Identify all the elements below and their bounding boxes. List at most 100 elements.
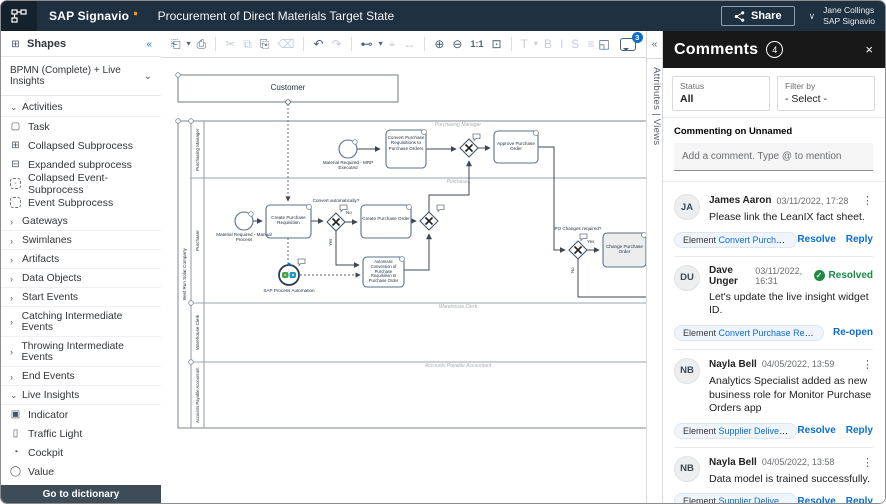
filter-by-dropdown[interactable]: Filter by - Select -: [777, 76, 875, 111]
comment-timestamp: 04/05/2022, 13:59: [761, 359, 835, 370]
resolve-link[interactable]: Resolve: [797, 425, 836, 437]
shape-item-expanded-subprocess[interactable]: ⊟Expanded subprocess: [1, 155, 161, 174]
chevron-right-icon: ›: [10, 347, 13, 357]
section-label: Artifacts: [22, 254, 60, 265]
shapes-section-end-events[interactable]: ›End Events: [1, 367, 161, 386]
gateway-po-changes-required[interactable]: [568, 240, 588, 260]
gateway-pm-xor[interactable]: [459, 138, 479, 158]
shape-item-value[interactable]: ◯Value: [1, 462, 161, 481]
comment-author: James Aaron: [709, 195, 772, 206]
task-automatic-conversion[interactable]: [362, 256, 405, 288]
customer-pool-label: Customer: [270, 83, 306, 92]
shapes-section-artifacts[interactable]: › Artifacts: [1, 250, 161, 269]
shape-item-event-subprocess[interactable]: Event Subprocess: [1, 193, 161, 212]
element-pill[interactable]: Element Convert Purchase Requisiti...: [674, 231, 798, 248]
shape-item-trend[interactable]: ↗Trend: [1, 481, 161, 486]
reply-link[interactable]: Reply: [845, 495, 873, 503]
resolved-label: Resolved: [828, 270, 873, 282]
print-icon[interactable]: ⎙: [196, 37, 207, 51]
bot-sap-process-automation[interactable]: [278, 262, 300, 286]
save-icon[interactable]: ⎗: [171, 37, 181, 51]
re-open-link[interactable]: Re-open: [833, 327, 873, 339]
chevron-right-icon: ›: [10, 254, 13, 265]
zoom-out-icon[interactable]: ⊖: [452, 37, 463, 51]
resolve-link[interactable]: Resolve: [797, 234, 836, 246]
sequence-flows: [253, 145, 646, 298]
shapes-section-catching-intermediate-events[interactable]: ›Catching Intermediate Events: [1, 307, 161, 337]
start-event-manual-process[interactable]: [234, 211, 254, 231]
task-convert-purchase-requisitions[interactable]: [385, 129, 427, 169]
filter-by-label: Filter by: [785, 81, 816, 91]
company-pool[interactable]: [177, 120, 646, 429]
edge-label-no: No: [570, 267, 575, 273]
task-create-purchase-order[interactable]: [360, 204, 412, 239]
task-approve-purchase-order[interactable]: [493, 130, 539, 164]
shape-item-indicator[interactable]: ▣Indicator: [1, 405, 161, 424]
lane-label-purchaser: Purchaser: [195, 230, 200, 251]
task-change-purchase-order[interactable]: [602, 232, 646, 268]
reply-link[interactable]: Reply: [845, 234, 873, 246]
edge-style-caret-icon[interactable]: ▾: [378, 39, 383, 48]
stencil-set-dropdown[interactable]: BPMN (Complete) + Live Insights ⌄: [1, 57, 161, 96]
element-pill[interactable]: Element Supplier Delivery Prediction: [674, 493, 798, 503]
shape-item-task[interactable]: ▢Task: [1, 117, 161, 136]
element-pill[interactable]: Element Supplier Delivery Prediction: [674, 422, 798, 439]
toolbar-separator: [424, 37, 426, 51]
strike-icon: S: [571, 37, 580, 51]
task-label: Create Purchase Order: [362, 216, 410, 221]
app-launcher-button[interactable]: [1, 1, 37, 31]
chevron-right-icon: ›: [10, 371, 13, 382]
overlay-panel-icon[interactable]: ◱: [598, 37, 610, 51]
kebab-menu-icon[interactable]: ⋮: [862, 195, 873, 207]
edge-style-icon[interactable]: ⊷: [360, 37, 373, 51]
diagram-canvas[interactable]: Customer Best Run Solar Company Purchasi…: [161, 58, 646, 503]
gateway-merge-xor[interactable]: [419, 211, 439, 231]
shape-item-traffic-light[interactable]: ▯Traffic Light: [1, 424, 161, 443]
save-caret-icon[interactable]: ▾: [186, 39, 191, 48]
share-button[interactable]: Share: [721, 6, 795, 26]
start-event-mrp-executed[interactable]: [338, 139, 358, 159]
go-to-dictionary-button[interactable]: Go to dictionary: [1, 485, 161, 503]
shapes-section-swimlanes[interactable]: ›Swimlanes: [1, 231, 161, 250]
undo-icon[interactable]: ↶: [313, 37, 324, 51]
comments-toggle-button[interactable]: 3: [619, 31, 643, 51]
user-info[interactable]: Jane Collings SAP Signavio: [823, 5, 875, 26]
close-icon[interactable]: ×: [865, 42, 873, 57]
tab-attributes-views[interactable]: Attributes | Views: [651, 67, 662, 146]
message-docker: [285, 99, 291, 105]
paste-icon[interactable]: ⎘: [259, 37, 270, 51]
shapes-section-data-objects[interactable]: ›Data Objects: [1, 269, 161, 288]
comment-timestamp: 03/11/2022, 17:28: [776, 195, 849, 206]
shapes-section-throwing-intermediate-events[interactable]: ›Throwing Intermediate Events: [1, 337, 161, 367]
kebab-menu-icon[interactable]: ⋮: [862, 358, 873, 371]
shapes-section-gateways[interactable]: ›Gateways: [1, 212, 161, 231]
status-filter[interactable]: Status All: [672, 76, 770, 111]
shapes-section-start-events[interactable]: ›Start Events: [1, 288, 161, 307]
shape-item-cockpit[interactable]: ◔Cockpit: [1, 443, 161, 462]
shape-item-collapsed-subprocess[interactable]: ⊞Collapsed Subprocess: [1, 136, 161, 155]
shape-item-collapsed-event-subprocess[interactable]: ▫Collapsed Event-Subprocess: [1, 172, 161, 196]
collapse-panel-button[interactable]: «: [647, 31, 662, 59]
zoom-in-icon[interactable]: ⊕: [434, 37, 445, 51]
user-menu-chevron-icon[interactable]: ∨: [808, 10, 816, 21]
gateway-convert-automatically[interactable]: [326, 212, 346, 232]
kebab-menu-icon[interactable]: ⋮: [862, 456, 873, 469]
customer-pool[interactable]: [177, 74, 399, 103]
shapes-section-activities[interactable]: ⌄Activities: [1, 98, 161, 117]
add-comment-input[interactable]: Add a comment. Type @ to mention: [674, 143, 873, 171]
zoom-fit-icon[interactable]: ⊡: [491, 37, 502, 51]
task-create-purchase-requisition[interactable]: [265, 204, 312, 239]
shapes-section-live-insights[interactable]: ⌄Live Insights: [1, 386, 161, 405]
element-pill[interactable]: Element Convert Purchase Requisiti...: [674, 324, 824, 341]
chevron-right-icon: ›: [10, 292, 13, 303]
collapse-sidebar-icon[interactable]: «: [146, 38, 152, 50]
comments-count: 4: [766, 41, 784, 58]
status-value: All: [680, 93, 694, 105]
font-caret-icon: ▾: [533, 39, 538, 48]
zoom-one-to-one-icon[interactable]: 1:1: [470, 38, 484, 49]
resolve-link[interactable]: Resolve: [797, 495, 836, 503]
reply-link[interactable]: Reply: [845, 425, 873, 437]
